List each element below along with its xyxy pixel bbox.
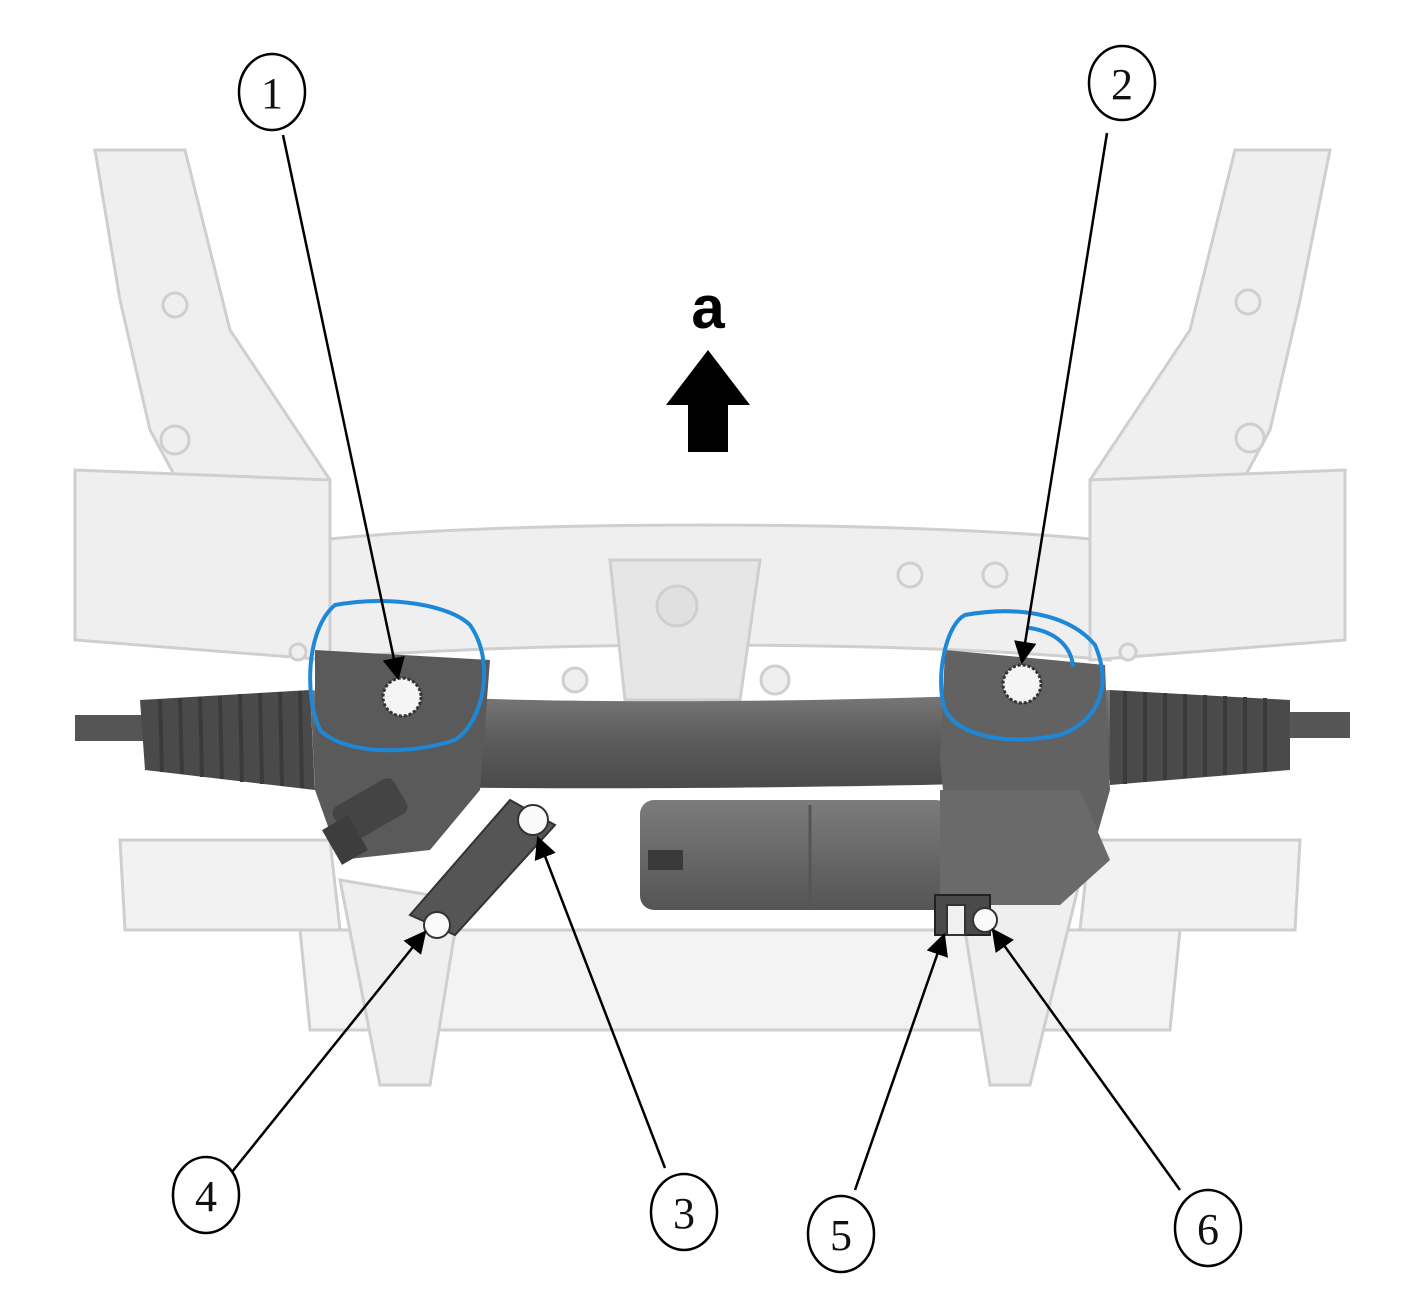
callout-1: 1: [237, 52, 307, 132]
highlight-stroke-2: [1028, 626, 1075, 667]
steering-rack: [75, 650, 1350, 937]
callout-6: 6: [1173, 1188, 1243, 1268]
callout-label-2: 2: [1111, 60, 1133, 109]
highlight-circle-2: [939, 609, 1105, 742]
callout-label-4: 4: [195, 1172, 217, 1221]
assist-motor: [640, 790, 1110, 910]
highlight-circle-1: [308, 599, 487, 753]
callout-label-1: 1: [261, 69, 283, 118]
bolt-4: [423, 911, 451, 939]
callout-4: 4: [171, 1155, 241, 1235]
callout-5: 5: [806, 1194, 876, 1274]
right-bellows-boot: [1110, 690, 1290, 785]
bolt-6: [972, 907, 998, 933]
callout-label-3: 3: [673, 1189, 695, 1238]
leader-lines: [231, 132, 1182, 1191]
up-arrow-icon: [666, 350, 750, 452]
highlight-annotations: [308, 599, 1105, 753]
bolts: [381, 663, 1043, 939]
callout-label-5: 5: [830, 1211, 852, 1260]
left-bellows-boot: [140, 690, 315, 790]
bolt-3: [517, 804, 549, 836]
callout-label-6: 6: [1197, 1205, 1219, 1254]
callout-2: 2: [1087, 44, 1157, 122]
direction-indicator: a: [666, 274, 750, 452]
bolt-1: [381, 676, 423, 718]
bolt-2: [1001, 663, 1043, 705]
direction-label: a: [691, 274, 725, 341]
callout-3: 3: [649, 1172, 719, 1252]
bolt-5: [946, 904, 966, 936]
subframe: [73, 148, 1347, 1087]
